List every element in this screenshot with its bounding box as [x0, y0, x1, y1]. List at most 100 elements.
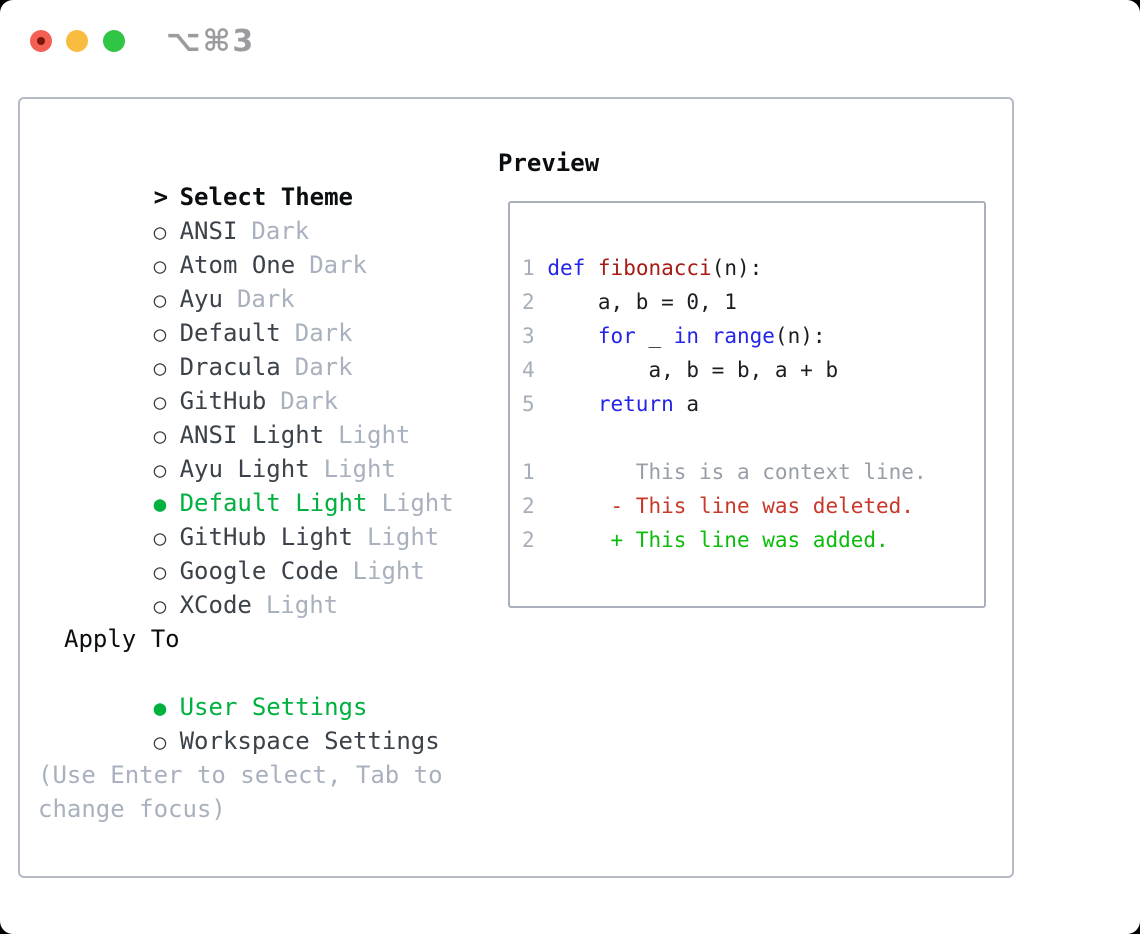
theme-variant-badge: Dark [309, 251, 367, 279]
line-number: 2 [522, 290, 535, 314]
line-number: 2 [522, 528, 535, 552]
radio-selected-icon: ● [153, 696, 167, 720]
preview-title: Preview [498, 149, 600, 177]
keyboard-hint-text: (Use Enter to select, Tab to change focu… [38, 761, 443, 823]
radio-icon: ○ [153, 560, 167, 584]
theme-name: ANSI Light [179, 421, 325, 449]
theme-name: GitHub Light [179, 523, 353, 551]
apply-option-label: Workspace Settings [179, 727, 440, 755]
code-token-keyword: for [597, 324, 636, 348]
theme-item-atom-one-dark[interactable]: ○ Atom One Dark [38, 214, 454, 279]
apply-to-user-settings[interactable]: ● User Settings [38, 656, 440, 721]
theme-variant-badge: Dark [251, 217, 310, 245]
theme-list-header-row: > Select Theme [38, 146, 454, 211]
minimize-button[interactable] [66, 30, 88, 52]
theme-variant-badge: Light [265, 591, 339, 619]
radio-icon: ○ [153, 594, 167, 618]
theme-name: XCode [179, 591, 252, 619]
theme-variant-badge: Light [366, 523, 440, 551]
theme-name: GitHub [179, 387, 267, 415]
radio-icon: ○ [153, 730, 167, 754]
code-line: 4 a, b = b, a + b [522, 353, 984, 387]
zoom-button[interactable] [103, 30, 125, 52]
prompt-icon: > [153, 183, 169, 211]
line-number: 5 [522, 392, 535, 416]
code-token-keyword: return [597, 392, 674, 416]
recording-dot-icon [37, 37, 45, 45]
theme-name: ANSI [179, 217, 238, 245]
diff-deleted-text: - This line was deleted. [534, 494, 914, 518]
code-token: (n): [774, 324, 826, 348]
radio-icon: ○ [153, 390, 167, 414]
code-token-function: fibonacci [597, 256, 712, 280]
theme-list-header: Select Theme [179, 183, 353, 211]
theme-name: Ayu [179, 285, 223, 313]
close-button[interactable] [30, 30, 52, 52]
diff-deleted-line: 2 - This line was deleted. [522, 489, 984, 523]
radio-icon: ○ [153, 220, 167, 244]
theme-item-default-dark[interactable]: ○ Default Dark [38, 282, 454, 347]
theme-variant-badge: Dark [236, 285, 295, 313]
code-line: 2 a, b = 0, 1 [522, 285, 984, 319]
code-token: a, b = 0, 1 [534, 290, 737, 314]
preview-pane: 1 def fibonacci(n): 2 a, b = 0, 1 3 for … [508, 201, 986, 608]
theme-name: Google Code [179, 557, 339, 585]
line-number: 4 [522, 358, 535, 382]
radio-icon: ○ [153, 254, 167, 278]
radio-icon: ○ [153, 424, 167, 448]
line-number: 2 [522, 494, 535, 518]
theme-item-xcode-light[interactable]: ○ XCode Light [38, 554, 454, 619]
code-token: a, b = b, a + b [534, 358, 839, 382]
theme-item-github-dark[interactable]: ○ GitHub Dark [38, 350, 454, 415]
code-token [535, 256, 548, 280]
code-token [535, 324, 598, 348]
diff-context-text: This is a context line. [534, 460, 927, 484]
code-line: 5 return a [522, 387, 984, 421]
theme-variant-badge: Dark [280, 387, 339, 415]
apply-to-workspace-settings[interactable]: ○ Workspace Settings [38, 690, 440, 755]
theme-variant-badge: Light [323, 455, 396, 483]
theme-item-ayu-dark[interactable]: ○ Ayu Dark [38, 248, 454, 313]
line-number: 1 [522, 460, 535, 484]
code-token [699, 324, 712, 348]
code-token [535, 392, 598, 416]
theme-item-github-light[interactable]: ○ GitHub Light Light [38, 486, 454, 551]
theme-item-google-code-light[interactable]: ○ Google Code Light [38, 520, 454, 585]
code-token: (n): [711, 256, 763, 280]
theme-variant-badge: Light [338, 421, 411, 449]
code-token-keyword: def [547, 256, 586, 280]
theme-name: Default [179, 319, 281, 347]
code-token-keyword: in [673, 324, 700, 348]
radio-icon: ○ [153, 526, 167, 550]
theme-variant-badge: Light [381, 489, 454, 517]
line-number: 3 [522, 324, 535, 348]
main-panel [18, 97, 1014, 878]
code-token [585, 256, 598, 280]
theme-name: Dracula [179, 353, 281, 381]
code-token: _ [635, 324, 674, 348]
theme-variant-badge: Light [352, 557, 425, 585]
apply-to-group: Apply To ● User Settings ○ Workspace Setti… [38, 622, 440, 755]
radio-icon: ○ [153, 288, 167, 312]
apply-option-label: User Settings [179, 693, 368, 721]
blank-line [522, 421, 984, 455]
radio-selected-icon: ● [153, 492, 167, 516]
apply-to-header: Apply To [64, 625, 180, 653]
code-token: a [673, 392, 700, 416]
theme-item-ansi-dark[interactable]: ○ ANSI Dark [38, 180, 454, 245]
line-number: 1 [522, 256, 535, 280]
theme-item-ansi-light[interactable]: ○ ANSI Light Light [38, 384, 454, 449]
radio-icon: ○ [153, 322, 167, 346]
window-title: ⌥⌘3 [166, 24, 256, 59]
radio-icon: ○ [153, 356, 167, 380]
diff-added-text: + This line was added. [534, 528, 889, 552]
code-token-keyword: range [711, 324, 775, 348]
code-line: 1 def fibonacci(n): [522, 251, 984, 285]
theme-name: Atom One [179, 251, 296, 279]
